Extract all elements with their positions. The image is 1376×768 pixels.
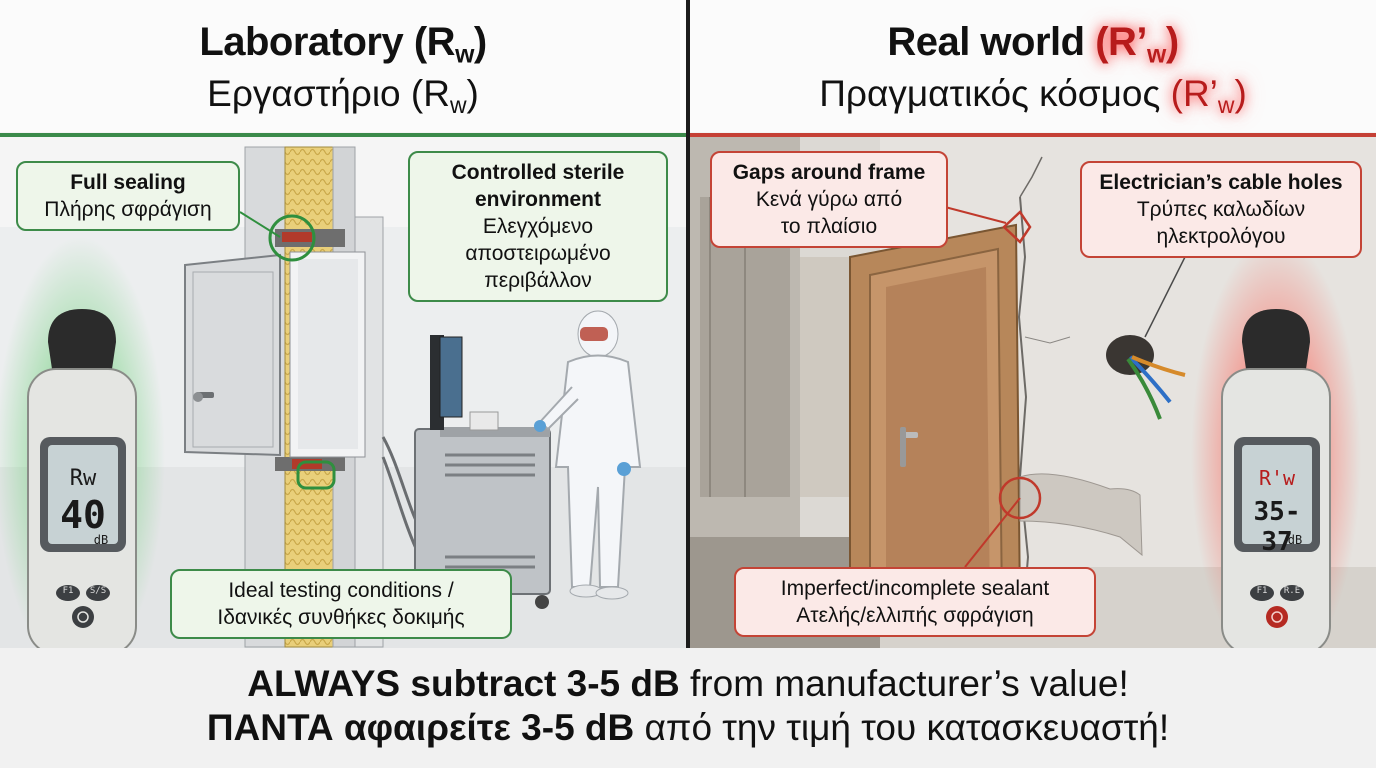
real-sound-meter [1221, 309, 1331, 648]
real-header: Real world (R’w) Πραγματικός κόσμος (R’w… [690, 0, 1376, 132]
real-subtitle: Πραγματικός κόσμος (R’w) [819, 73, 1247, 119]
real-meter-unit: dB [1287, 533, 1303, 547]
lab-header: Laboratory (Rw) Εργαστήριο (Rw) [0, 0, 686, 132]
lab-sound-meter [27, 309, 137, 648]
real-meter-btn-f1: F1 [1256, 586, 1268, 596]
footer-line-en: ALWAYS subtract 3-5 dB from manufacturer… [247, 663, 1129, 704]
real-meter-label: R'w [1258, 466, 1296, 490]
lab-meter-label: Rw [69, 466, 97, 491]
lab-title: Laboratory (Rw) [199, 20, 487, 69]
lab-meter-btn-ss: S/S [89, 586, 107, 596]
footer-warning: ALWAYS subtract 3-5 dB from manufacturer… [0, 648, 1376, 768]
real-title: Real world (R’w) [887, 20, 1179, 69]
lab-meter-btn-f1: F1 [62, 586, 74, 596]
footer-line-el: ΠΑΝΤΑ αφαιρείτε 3-5 dB από την τιμή του … [206, 707, 1170, 748]
lab-meter-unit: dB [93, 533, 109, 547]
real-meter-btn-re: R.E [1283, 586, 1301, 596]
lab-subtitle: Εργαστήριο (Rw) [207, 73, 479, 119]
center-divider [686, 0, 690, 648]
lab-meter-value: 40 [60, 493, 106, 537]
real-meter-value: 35-37 [1253, 497, 1301, 557]
real-illustration [690, 137, 1376, 648]
callout-ideal-conditions: Ideal testing conditions /Ιδανικές συνθή… [170, 569, 512, 639]
